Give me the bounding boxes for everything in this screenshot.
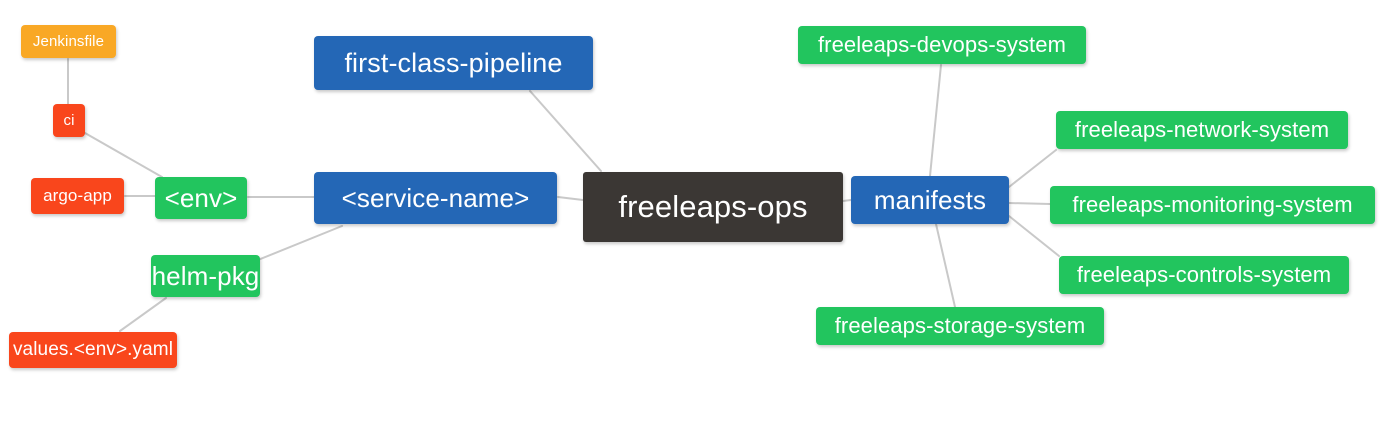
node-label: helm-pkg: [151, 260, 260, 291]
mindmap-node-service-name[interactable]: <service-name>: [314, 172, 557, 224]
mindmap-node-freeleaps-storage-system[interactable]: freeleaps-storage-system: [816, 307, 1104, 345]
edge-first-class-pipeline-to-freeleaps-ops: [529, 90, 602, 172]
mindmap-node-helm-pkg[interactable]: helm-pkg: [151, 255, 260, 297]
node-label: freeleaps-devops-system: [817, 32, 1067, 57]
node-label: freeleaps-ops: [618, 189, 808, 224]
mindmap-node-manifests[interactable]: manifests: [851, 176, 1009, 224]
mindmap-node-env[interactable]: <env>: [155, 177, 247, 219]
mindmap-node-freeleaps-controls-system[interactable]: freeleaps-controls-system: [1059, 256, 1349, 294]
edge-service-name-to-freeleaps-ops: [557, 196, 584, 201]
node-label: values.<env>.yaml: [12, 339, 174, 360]
edge-helm-pkg-to-service-name: [252, 225, 343, 263]
node-label: <env>: [164, 182, 238, 213]
edge-manifests-to-freeleaps-network-system: [1008, 149, 1057, 188]
mindmap-node-freeleaps-ops[interactable]: freeleaps-ops: [583, 172, 843, 242]
node-label: first-class-pipeline: [344, 47, 563, 78]
node-label: Jenkinsfile: [32, 33, 105, 50]
node-label: <service-name>: [341, 182, 530, 213]
node-label: argo-app: [43, 186, 112, 205]
node-label: manifests: [873, 184, 987, 215]
node-label: freeleaps-storage-system: [834, 313, 1086, 338]
mindmap-node-freeleaps-monitoring-system[interactable]: freeleaps-monitoring-system: [1050, 186, 1375, 224]
mindmap-node-freeleaps-network-system[interactable]: freeleaps-network-system: [1056, 111, 1348, 149]
node-label: ci: [63, 112, 75, 129]
mindmap-node-ci[interactable]: ci: [53, 104, 85, 137]
edge-freeleaps-ops-to-manifests: [842, 199, 852, 202]
mindmap-node-freeleaps-devops-system[interactable]: freeleaps-devops-system: [798, 26, 1086, 64]
mindmap-node-values-env-yaml[interactable]: values.<env>.yaml: [9, 332, 177, 368]
edge-manifests-to-freeleaps-storage-system: [935, 223, 956, 308]
node-label: freeleaps-network-system: [1074, 117, 1330, 142]
node-label: freeleaps-monitoring-system: [1072, 192, 1353, 217]
mindmap-node-jenkinsfile[interactable]: Jenkinsfile: [21, 25, 116, 58]
edge-ci-to-env: [84, 132, 163, 178]
edge-values-env-yaml-to-helm-pkg: [119, 297, 167, 332]
edge-manifests-to-freeleaps-devops-system: [929, 64, 942, 177]
edge-manifests-to-freeleaps-monitoring-system: [1008, 202, 1051, 205]
mindmap-node-argo-app[interactable]: argo-app: [31, 178, 124, 214]
mindmap-node-first-class-pipeline[interactable]: first-class-pipeline: [314, 36, 593, 90]
node-label: freeleaps-controls-system: [1076, 262, 1332, 287]
